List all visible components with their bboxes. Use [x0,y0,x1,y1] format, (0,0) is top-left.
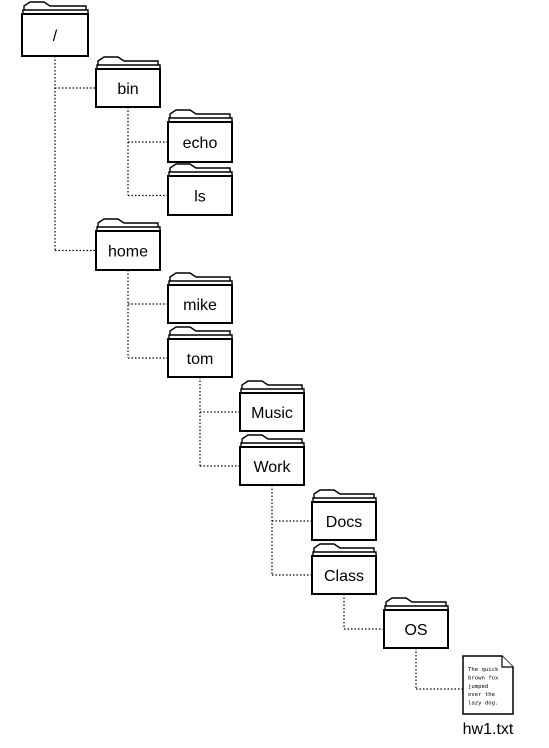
folder-label-work: Work [253,459,291,476]
folder-icon [383,597,449,649]
folder-mike[interactable]: mike [167,272,233,324]
file-name-label: hw1.txt [463,721,514,738]
folder-ls[interactable]: ls [167,163,233,216]
folder-home[interactable]: home [95,218,161,271]
folder-class[interactable]: Class [311,543,377,595]
folder-label-class: Class [324,568,364,585]
folder-label-mike: mike [183,297,217,314]
connector-lines [54,56,463,690]
folder-label-os: OS [404,622,427,639]
folder-work[interactable]: Work [239,434,305,486]
folder-label-tom: tom [187,351,214,368]
folder-icon [167,109,233,163]
folder-label-docs: Docs [326,514,362,531]
folder-echo[interactable]: echo [167,109,233,163]
folder-label-music: Music [251,405,293,422]
folder-icon [311,543,377,595]
folder-music[interactable]: Music [239,380,305,432]
folder-label-root: / [53,28,58,45]
folder-icon [311,489,377,541]
folder-bin[interactable]: bin [95,56,161,108]
folder-icon [167,272,233,324]
file-content-line: brown fox [468,675,499,681]
folder-label-ls: ls [194,189,206,206]
folder-icon [95,218,161,271]
folder-icon [167,326,233,378]
file-content-line: The quick [468,667,499,673]
file-content-line: over the [468,692,496,698]
folder-icon [239,434,305,486]
folder-docs[interactable]: Docs [311,489,377,541]
folder-label-home: home [108,244,148,261]
folder-icon [21,1,89,57]
folder-label-echo: echo [183,135,218,152]
text-file-icon [462,655,514,715]
folder-os[interactable]: OS [383,597,449,649]
file-hw1[interactable]: The quick brown fox jumped over the lazy dog… [462,655,514,738]
file-content-line: jumped [468,684,488,690]
folder-icon [239,380,305,432]
file-content-line: lazy dog. [468,701,498,707]
folder-icon [167,163,233,216]
folder-icon [95,56,161,108]
folder-root[interactable]: / [21,1,89,57]
folder-tom[interactable]: tom [167,326,233,378]
folder-label-bin: bin [117,81,138,98]
